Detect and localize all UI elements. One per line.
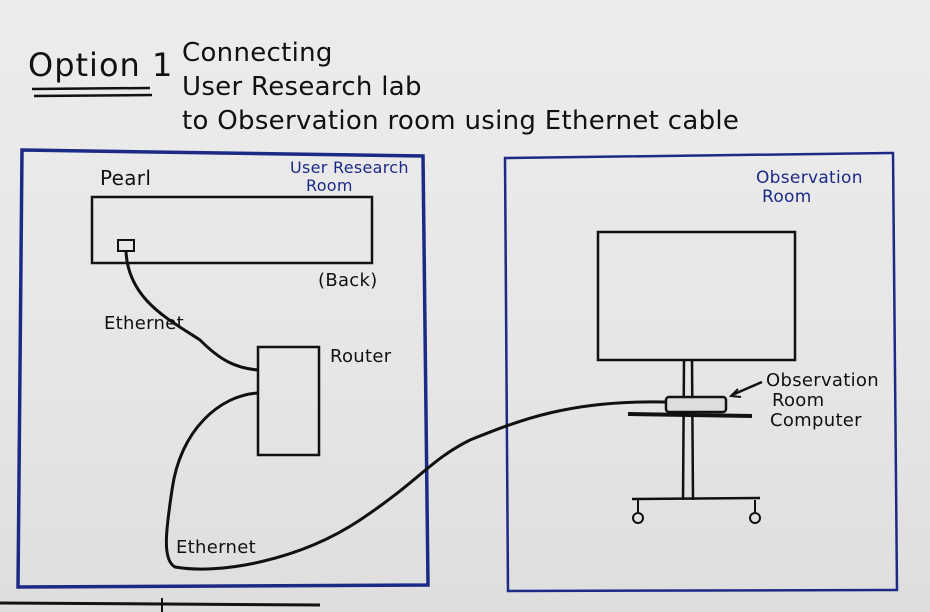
observation-room-label-line1: Observation xyxy=(756,168,863,188)
title-line-3: to Observation room using Ethernet cable xyxy=(182,106,740,136)
router-device xyxy=(256,345,321,457)
computer-label-line2: Room xyxy=(772,390,825,411)
option-underline-2 xyxy=(33,93,153,98)
title-line-1: Connecting xyxy=(182,38,333,68)
user-research-room-label-line1: User Research xyxy=(290,158,409,177)
ethernet-label-bottom: Ethernet xyxy=(176,537,256,558)
user-research-room-box xyxy=(16,148,430,589)
computer-pointer-arrowhead xyxy=(728,388,742,398)
computer-label-line3: Computer xyxy=(770,410,862,431)
option-underline-1 xyxy=(31,86,151,91)
ethernet-cable-router-computer xyxy=(164,391,666,571)
pearl-label: Pearl xyxy=(100,166,152,190)
tv-screen xyxy=(596,230,797,362)
option-label: Option 1 xyxy=(28,46,174,84)
router-label: Router xyxy=(330,346,392,367)
pearl-device xyxy=(90,195,374,265)
tv-stand-wheel-left xyxy=(632,512,644,524)
observation-room-box xyxy=(503,151,899,593)
back-label: (Back) xyxy=(318,270,378,291)
title-line-2: User Research lab xyxy=(182,72,422,102)
ethernet-label-top: Ethernet xyxy=(104,313,184,334)
observation-room-label-line2: Room xyxy=(762,187,812,207)
ethernet-cable-pearl-router xyxy=(124,250,259,372)
computer-pointer-arrow xyxy=(731,380,763,397)
tv-stand-pole-left xyxy=(681,359,686,501)
tv-stand-wheel-right xyxy=(749,512,761,524)
computer-label-line1: Observation xyxy=(766,370,879,391)
tv-stand-shelf xyxy=(627,412,753,418)
table-edge xyxy=(0,601,321,607)
tv-stand-base xyxy=(631,496,761,501)
pearl-ethernet-port xyxy=(117,239,135,252)
user-research-room-label-line2: Room xyxy=(306,176,353,195)
observation-computer xyxy=(664,395,728,414)
tv-stand-pole-right xyxy=(690,359,695,501)
